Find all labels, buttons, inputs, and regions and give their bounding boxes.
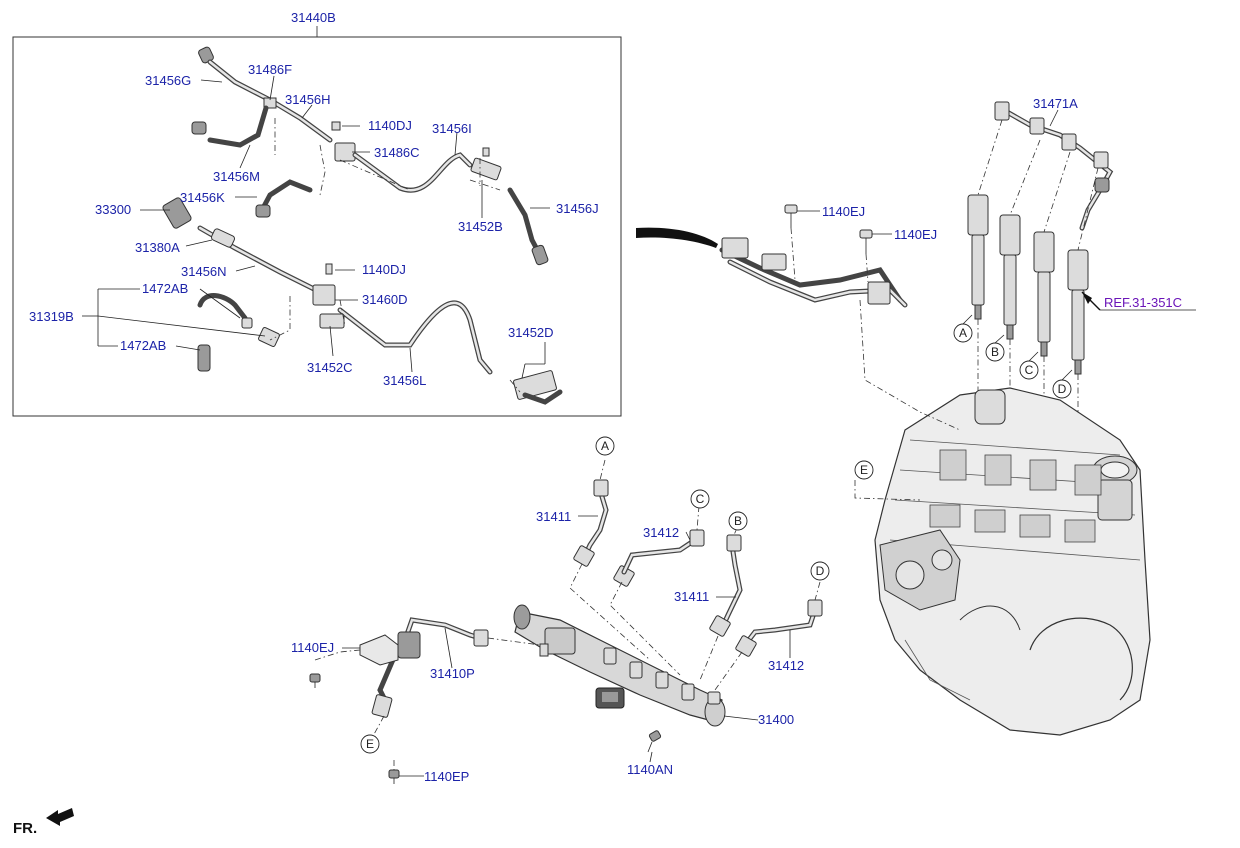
marker-A-pipe: A <box>601 439 609 453</box>
label-31452B: 31452B <box>458 219 503 234</box>
marker-B-injector: B <box>991 345 999 359</box>
marker-D-injector: D <box>1058 382 1067 396</box>
label-31460D: 31460D <box>362 292 408 307</box>
label-31456J: 31456J <box>556 201 599 216</box>
marker-E-pipe: E <box>366 737 374 751</box>
return-hose-assembly-lower <box>162 197 563 405</box>
label-31471A: 31471A <box>1033 96 1078 111</box>
label-31452D: 31452D <box>508 325 554 340</box>
ref-label[interactable]: REF.31-351C <box>1104 295 1182 310</box>
label-31456L: 31456L <box>383 373 426 388</box>
ref-arrowhead <box>1082 292 1092 304</box>
leader <box>1049 109 1059 127</box>
label-31412-b: 31412 <box>768 658 804 673</box>
label-31411-a: 31411 <box>536 509 571 524</box>
label-31486F: 31486F <box>248 62 292 77</box>
alignment-line <box>854 480 921 501</box>
label-1472AB-a: 1472AB <box>142 281 188 296</box>
label-31456M: 31456M <box>213 169 260 184</box>
label-31411-b: 31411 <box>674 589 709 604</box>
label-31456K: 31456K <box>180 190 225 205</box>
labels-bottom: 31411 31412 31411 31412 1140EJ 31410P 31… <box>291 509 804 784</box>
pipe-markers: A C B D E <box>360 436 830 754</box>
front-arrow-icon <box>46 808 74 826</box>
marker-D-pipe: D <box>816 564 825 578</box>
fuel-rail <box>513 604 726 727</box>
marker-A-injector: A <box>959 326 967 340</box>
label-31412-a: 31412 <box>643 525 679 540</box>
labels-box: 31456G 31486F 31456H 1140DJ 31456I 31486… <box>29 62 599 388</box>
injector-return-harness <box>994 101 1114 231</box>
marker-E-engine-circle <box>854 460 874 480</box>
label-1140EJ-b: 1140EJ <box>894 227 937 242</box>
injector-D <box>1067 249 1089 375</box>
injector-A <box>967 194 989 320</box>
front-indicator: FR. <box>13 808 74 837</box>
label-31456H: 31456H <box>285 92 331 107</box>
high-pressure-pipes <box>573 479 823 657</box>
group-box <box>12 36 622 417</box>
return-hose-assembly-upper <box>191 46 549 266</box>
marker-E-engine: E <box>860 463 868 477</box>
injector-markers: A B C D <box>953 314 1073 399</box>
leaders-box <box>82 75 550 379</box>
label-1140AN: 1140AN <box>627 762 673 777</box>
feed-pipe-31410P <box>359 617 489 718</box>
pointer-wedge <box>636 227 718 248</box>
group-label-31440B: 31440B <box>291 10 336 25</box>
label-31486C: 31486C <box>374 145 420 160</box>
label-31456I: 31456I <box>432 121 472 136</box>
label-31410P: 31410P <box>430 666 475 681</box>
engine-block <box>874 387 1151 736</box>
injector-B <box>999 214 1021 340</box>
alignment-line <box>859 299 961 431</box>
injectors <box>967 119 1099 560</box>
label-31380A: 31380A <box>135 240 180 255</box>
return-hose-assembled <box>719 204 908 308</box>
front-label: FR. <box>13 820 37 837</box>
label-1140DJ-a: 1140DJ <box>368 118 412 133</box>
alignment-lines-bottom <box>314 459 821 772</box>
marker-C-injector: C <box>1025 363 1034 377</box>
label-1140EJ-c: 1140EJ <box>291 640 334 655</box>
bolts-bottom <box>309 673 662 784</box>
label-31456G: 31456G <box>145 73 191 88</box>
marker-C-pipe: C <box>696 492 705 506</box>
label-31319B: 31319B <box>29 309 74 324</box>
leaders-bottom <box>342 515 791 777</box>
label-31452C: 31452C <box>307 360 353 375</box>
injector-C <box>1033 231 1055 357</box>
label-1140EJ-a: 1140EJ <box>822 204 865 219</box>
label-1140EP: 1140EP <box>424 769 469 784</box>
label-1140DJ-b: 1140DJ <box>362 262 406 277</box>
alignment-lines-box <box>269 118 521 393</box>
label-33300: 33300 <box>95 202 131 217</box>
label-31400: 31400 <box>758 712 794 727</box>
marker-B-pipe: B <box>734 514 742 528</box>
label-1472AB-b: 1472AB <box>120 338 166 353</box>
label-31456N: 31456N <box>181 264 227 279</box>
